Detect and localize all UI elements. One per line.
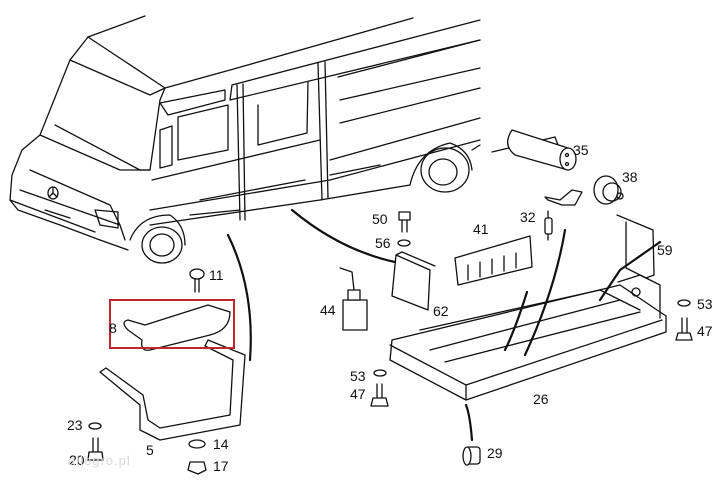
part-50-bolt bbox=[398, 211, 411, 233]
label-47-left: 47 bbox=[350, 386, 366, 402]
part-41-terminal-board bbox=[454, 235, 533, 286]
part-17-nut bbox=[187, 461, 207, 475]
part-47-bolt bbox=[675, 317, 693, 341]
label-41: 41 bbox=[473, 221, 489, 237]
label-5: 5 bbox=[146, 442, 154, 458]
label-47-right: 47 bbox=[697, 323, 713, 339]
part-clip bbox=[544, 189, 583, 206]
part-47-bolt-left bbox=[370, 383, 389, 407]
part-11-screw bbox=[189, 268, 205, 293]
label-35: 35 bbox=[573, 142, 589, 158]
label-17: 17 bbox=[213, 458, 229, 474]
part-14-washer bbox=[188, 439, 206, 449]
part-5-step-bracket bbox=[99, 339, 246, 441]
label-26: 26 bbox=[533, 391, 549, 407]
label-32: 32 bbox=[520, 209, 536, 225]
highlight-box bbox=[109, 299, 235, 349]
part-59-bracket bbox=[616, 214, 655, 279]
label-29: 29 bbox=[487, 445, 503, 461]
part-56-washer bbox=[397, 239, 411, 247]
label-11: 11 bbox=[209, 267, 224, 283]
label-62: 62 bbox=[433, 303, 449, 319]
part-53-washer-left bbox=[373, 369, 387, 377]
part-44-switch bbox=[339, 267, 368, 331]
label-56: 56 bbox=[375, 235, 391, 251]
watermark: allegro.pl bbox=[68, 453, 131, 468]
label-8: 8 bbox=[109, 320, 117, 336]
label-23: 23 bbox=[67, 417, 83, 433]
label-20: 20 bbox=[69, 452, 85, 468]
part-29-bushing bbox=[462, 446, 481, 466]
label-50: 50 bbox=[372, 211, 388, 227]
part-26-frame bbox=[389, 274, 667, 401]
part-53-washer bbox=[677, 299, 691, 307]
part-35-cylinder bbox=[491, 129, 577, 171]
part-32-stud bbox=[544, 210, 553, 241]
part-62-bracket bbox=[391, 251, 436, 311]
label-38: 38 bbox=[622, 169, 638, 185]
part-23-washer bbox=[88, 422, 102, 430]
label-59: 59 bbox=[657, 242, 673, 258]
label-53-left: 53 bbox=[350, 368, 366, 384]
label-53-right: 53 bbox=[697, 296, 713, 312]
van-illustration bbox=[9, 15, 481, 264]
label-44: 44 bbox=[320, 302, 336, 318]
part-38-bump-stop bbox=[593, 175, 624, 205]
label-14: 14 bbox=[213, 436, 229, 452]
part-20-bolt bbox=[87, 437, 104, 461]
